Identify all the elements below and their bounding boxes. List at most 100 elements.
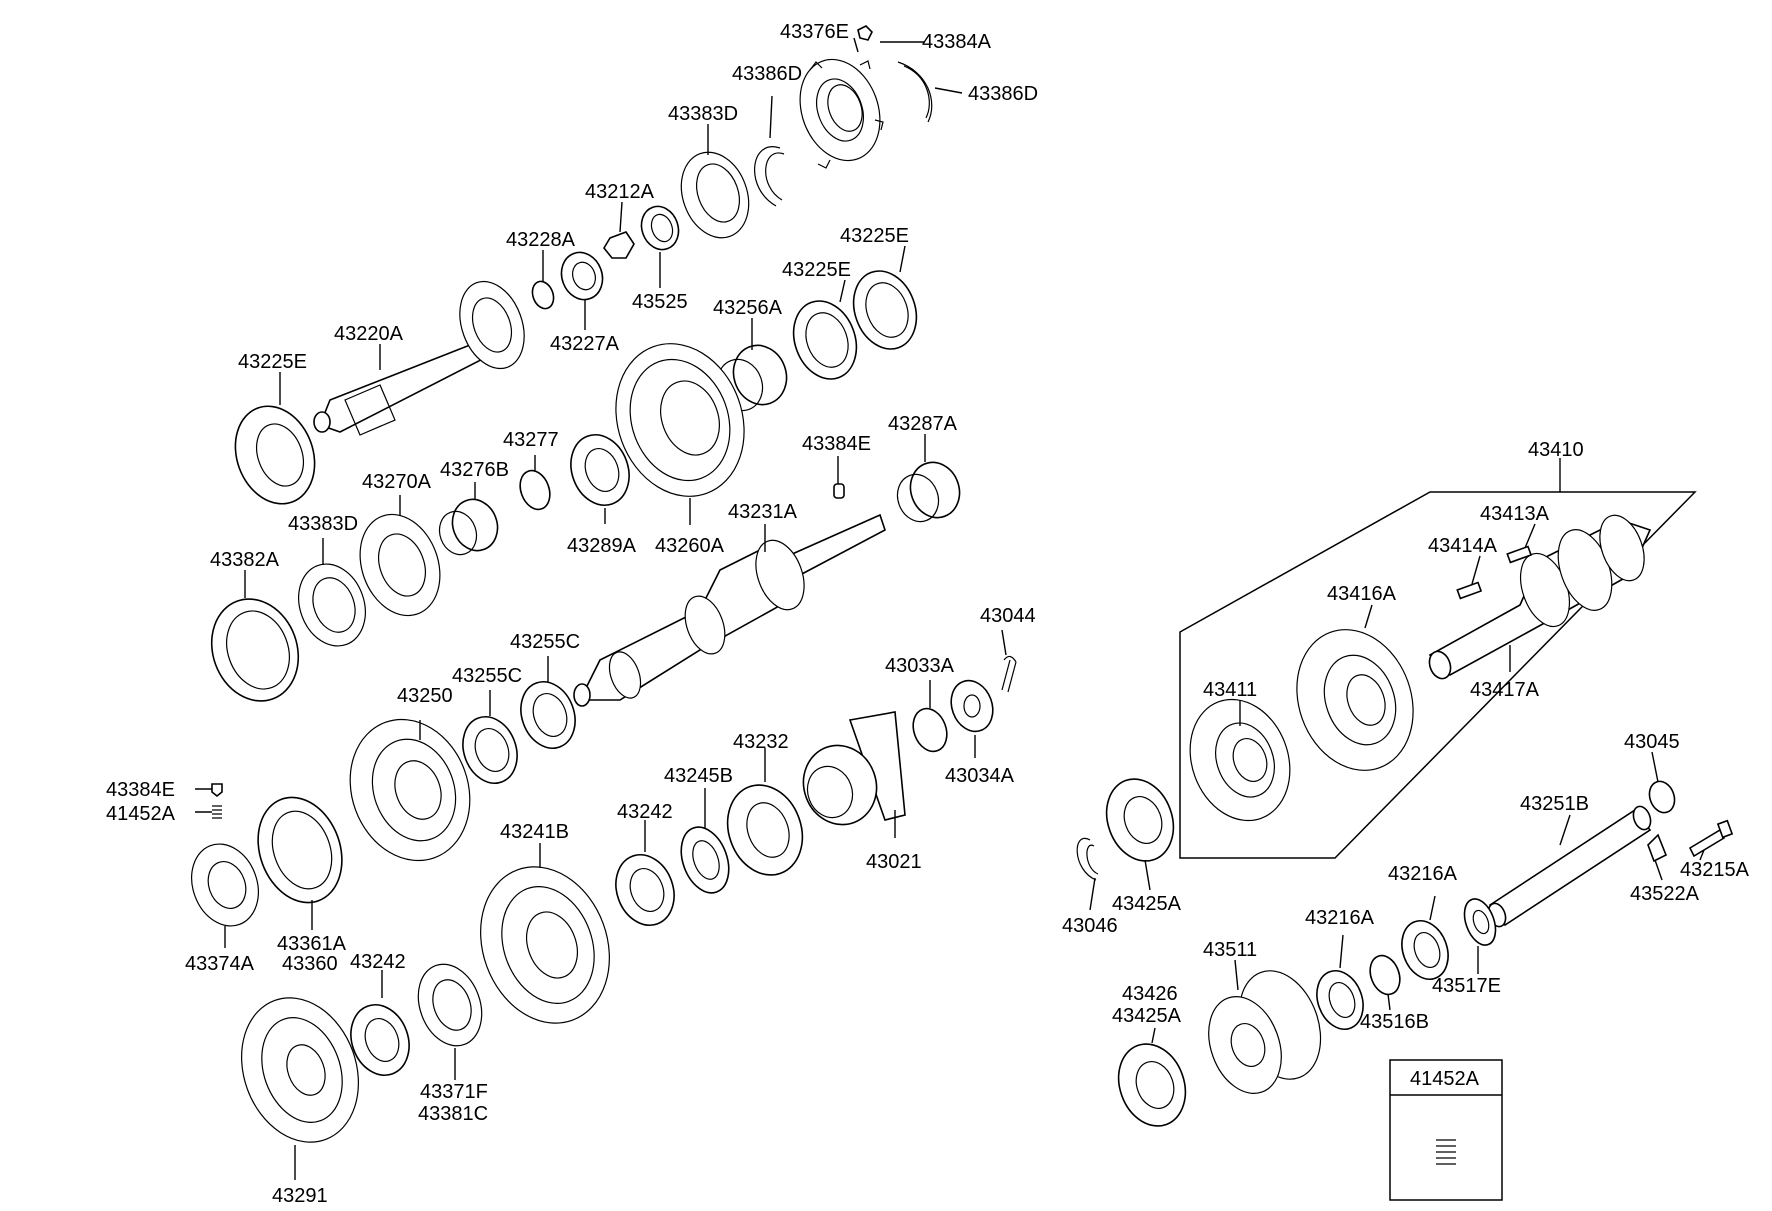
label-43227a[interactable]: 43227A xyxy=(550,333,620,355)
label-43228a[interactable]: 43228A xyxy=(506,229,576,251)
label-43386d-left[interactable]: 43386D xyxy=(732,63,802,85)
gear-43291 xyxy=(241,997,359,1143)
snap-ring-43386d-left xyxy=(754,146,785,207)
gear-43371f xyxy=(417,963,483,1047)
housing-43021 xyxy=(802,711,906,826)
label-43386d-right[interactable]: 43386D xyxy=(968,83,1038,105)
main-shaft-43231a xyxy=(573,513,886,707)
part-labels: 43376E 43384A 43386D 43386D 43383D 43212… xyxy=(106,21,1750,1207)
label-43289a[interactable]: 43289A xyxy=(567,535,637,557)
label-41452a-box[interactable]: 41452A xyxy=(1410,1068,1480,1090)
nut-43212a xyxy=(603,231,635,259)
label-43414a[interactable]: 43414A xyxy=(1428,535,1498,557)
blocker-ring-43383d-lower xyxy=(298,563,366,647)
label-43260a[interactable]: 43260A xyxy=(655,535,725,557)
label-43410[interactable]: 43410 xyxy=(1528,439,1584,461)
label-43425a-upper[interactable]: 43425A xyxy=(1112,893,1182,915)
label-43287a[interactable]: 43287A xyxy=(888,413,958,435)
lock-plate-43522a xyxy=(1647,833,1668,863)
label-43525[interactable]: 43525 xyxy=(632,291,688,313)
label-43225e-top-right[interactable]: 43225E xyxy=(840,225,909,247)
ring-43516b xyxy=(1369,954,1401,996)
cotter-pin-43044 xyxy=(1001,655,1017,693)
ring-43228a xyxy=(531,280,555,310)
label-43376e[interactable]: 43376E xyxy=(780,21,849,43)
label-43383d-top[interactable]: 43383D xyxy=(668,103,738,125)
label-43276b[interactable]: 43276B xyxy=(440,459,509,481)
label-43411[interactable]: 43411 xyxy=(1203,679,1257,701)
bearing-43255c-right xyxy=(520,681,576,749)
bearing-43242-upper xyxy=(615,854,675,926)
label-43046[interactable]: 43046 xyxy=(1062,915,1118,937)
sleeve-43361a xyxy=(257,796,343,904)
idler-shaft-43251b xyxy=(1487,805,1652,928)
label-43383d-lower[interactable]: 43383D xyxy=(288,513,358,535)
label-43382a[interactable]: 43382A xyxy=(210,549,280,571)
label-43416a[interactable]: 43416A xyxy=(1327,583,1397,605)
label-43250[interactable]: 43250 xyxy=(397,685,453,707)
label-43021[interactable]: 43021 xyxy=(866,851,922,873)
label-43242-lower[interactable]: 43242 xyxy=(350,951,406,973)
label-43291[interactable]: 43291 xyxy=(272,1185,328,1207)
label-43361a[interactable]: 43361A xyxy=(277,933,347,955)
label-43270a[interactable]: 43270A xyxy=(362,471,432,493)
label-43384e-left[interactable]: 43384E xyxy=(106,779,175,801)
label-43426[interactable]: 43426 xyxy=(1122,983,1178,1005)
label-43384a[interactable]: 43384A xyxy=(922,31,992,53)
label-43245b[interactable]: 43245B xyxy=(664,765,733,787)
label-43522a[interactable]: 43522A xyxy=(1630,883,1700,905)
label-43371f[interactable]: 43371F xyxy=(420,1081,488,1103)
label-43255c-right[interactable]: 43255C xyxy=(510,631,580,653)
label-43511[interactable]: 43511 xyxy=(1203,939,1257,961)
label-43413a[interactable]: 43413A xyxy=(1480,503,1550,525)
label-43212a[interactable]: 43212A xyxy=(585,181,655,203)
input-shaft-43220a xyxy=(313,280,525,436)
gear-43511 xyxy=(1208,970,1322,1095)
label-43425a-lower[interactable]: 43425A xyxy=(1112,1005,1182,1027)
label-43231a[interactable]: 43231A xyxy=(728,501,798,523)
bearing-43425a-lower xyxy=(1117,1043,1187,1127)
label-43216a-lower[interactable]: 43216A xyxy=(1305,907,1375,929)
ring-43033a xyxy=(912,707,948,753)
counter-shaft-43417a xyxy=(1428,514,1652,680)
snap-ring-43046 xyxy=(1076,837,1099,881)
leader-lines xyxy=(195,37,1705,1180)
label-43277[interactable]: 43277 xyxy=(503,429,559,451)
sleeve-43287a xyxy=(896,461,961,523)
label-43241b[interactable]: 43241B xyxy=(500,821,569,843)
gear-43416a xyxy=(1296,629,1414,771)
label-43516b[interactable]: 43516B xyxy=(1360,1011,1429,1033)
label-43417a[interactable]: 43417A xyxy=(1470,679,1540,701)
label-43374a[interactable]: 43374A xyxy=(185,953,255,975)
label-43033a[interactable]: 43033A xyxy=(885,655,955,677)
synchro-assembly-43250 xyxy=(349,718,471,862)
label-43220a[interactable]: 43220A xyxy=(334,323,404,345)
label-43381c[interactable]: 43381C xyxy=(418,1103,488,1125)
key-43414a xyxy=(1456,581,1483,600)
bearing-43225e-large xyxy=(234,405,316,505)
label-43044[interactable]: 43044 xyxy=(980,605,1036,627)
label-43232[interactable]: 43232 xyxy=(733,731,789,753)
hub-43374a xyxy=(191,843,259,927)
part-box-41452a xyxy=(1389,1059,1503,1201)
label-43225e-left[interactable]: 43225E xyxy=(238,351,307,373)
label-43045[interactable]: 43045 xyxy=(1624,731,1680,753)
label-43360[interactable]: 43360 xyxy=(282,953,338,975)
gear-43270a xyxy=(359,513,441,617)
label-43256a[interactable]: 43256A xyxy=(713,297,783,319)
sleeve-43382a xyxy=(210,598,300,702)
label-43242-upper[interactable]: 43242 xyxy=(617,801,673,823)
bearing-43255c-left xyxy=(462,716,518,784)
label-43225e-mid[interactable]: 43225E xyxy=(782,259,851,281)
label-43034a[interactable]: 43034A xyxy=(945,765,1015,787)
label-43215a[interactable]: 43215A xyxy=(1680,859,1750,881)
label-43517e[interactable]: 43517E xyxy=(1432,975,1501,997)
blocker-ring-43383d-top xyxy=(680,151,750,239)
label-43251b[interactable]: 43251B xyxy=(1520,793,1589,815)
label-41452a-left[interactable]: 41452A xyxy=(106,803,176,825)
thrust-washer-43517e xyxy=(1463,898,1497,946)
detent-43384e-left xyxy=(211,783,223,798)
label-43384e-top[interactable]: 43384E xyxy=(802,433,871,455)
label-43255c-left[interactable]: 43255C xyxy=(452,665,522,687)
label-43216a-upper[interactable]: 43216A xyxy=(1388,863,1458,885)
